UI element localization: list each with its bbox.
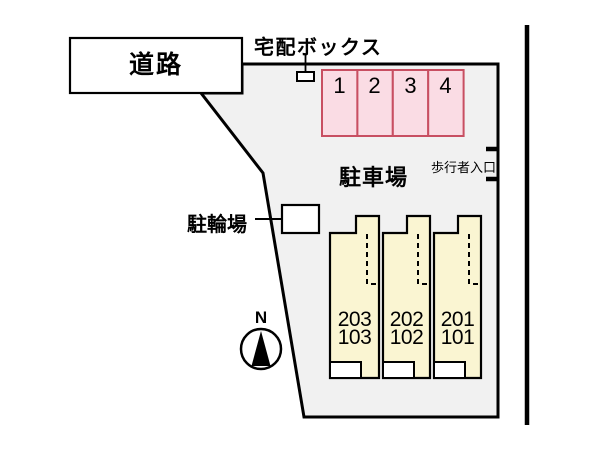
unit-number-upper: 202 (389, 308, 424, 331)
unit-number-202-102: 202 102 (383, 308, 430, 349)
building-unit-shape-2 (381, 214, 432, 380)
road-shape (68, 36, 244, 95)
parking-lot-label: 駐車場 (339, 165, 409, 190)
parking-stall-number-4: 4 (439, 73, 452, 98)
parking-stall-shape-2 (356, 69, 394, 137)
delivery-box-icon (296, 71, 315, 82)
entrance-alcove-dashed-line-2 (417, 234, 430, 285)
bicycle-parking-box (280, 203, 321, 235)
building-unit-shape-1 (328, 214, 381, 380)
parking-stall-shape-4 (427, 69, 465, 137)
unit-entry-notch-3 (433, 361, 466, 379)
unit-number-upper: 201 (440, 308, 475, 331)
delivery-box-label: 宅配ボックス (254, 37, 383, 59)
parking-stall-number-1: 1 (333, 73, 346, 98)
road-label: 道路 (128, 51, 183, 79)
unit-number-203-103: 203 103 (330, 308, 379, 349)
unit-number-lower: 101 (440, 325, 475, 349)
bicycle-parking-label: 駐輪場 (187, 214, 247, 236)
compass-north-label: N (254, 308, 268, 327)
compass-icon (239, 327, 283, 371)
unit-number-lower: 102 (389, 325, 424, 349)
parking-stall-number-3: 3 (404, 73, 417, 98)
unit-number-upper: 203 (337, 308, 372, 331)
unit-entry-notch-2 (382, 361, 415, 379)
pedestrian-entrance-label: 歩行者入口 (430, 160, 496, 175)
entrance-alcove-dashed-line-1 (366, 234, 379, 285)
unit-entry-notch-1 (329, 361, 362, 379)
building-unit-shape-3 (432, 214, 483, 380)
entrance-alcove-dashed-line-3 (468, 234, 481, 285)
unit-number-lower: 103 (337, 325, 372, 349)
parking-stall-shape-3 (391, 69, 430, 137)
parking-stall-number-2: 2 (368, 73, 381, 98)
unit-number-201-101: 201 101 (434, 308, 481, 349)
